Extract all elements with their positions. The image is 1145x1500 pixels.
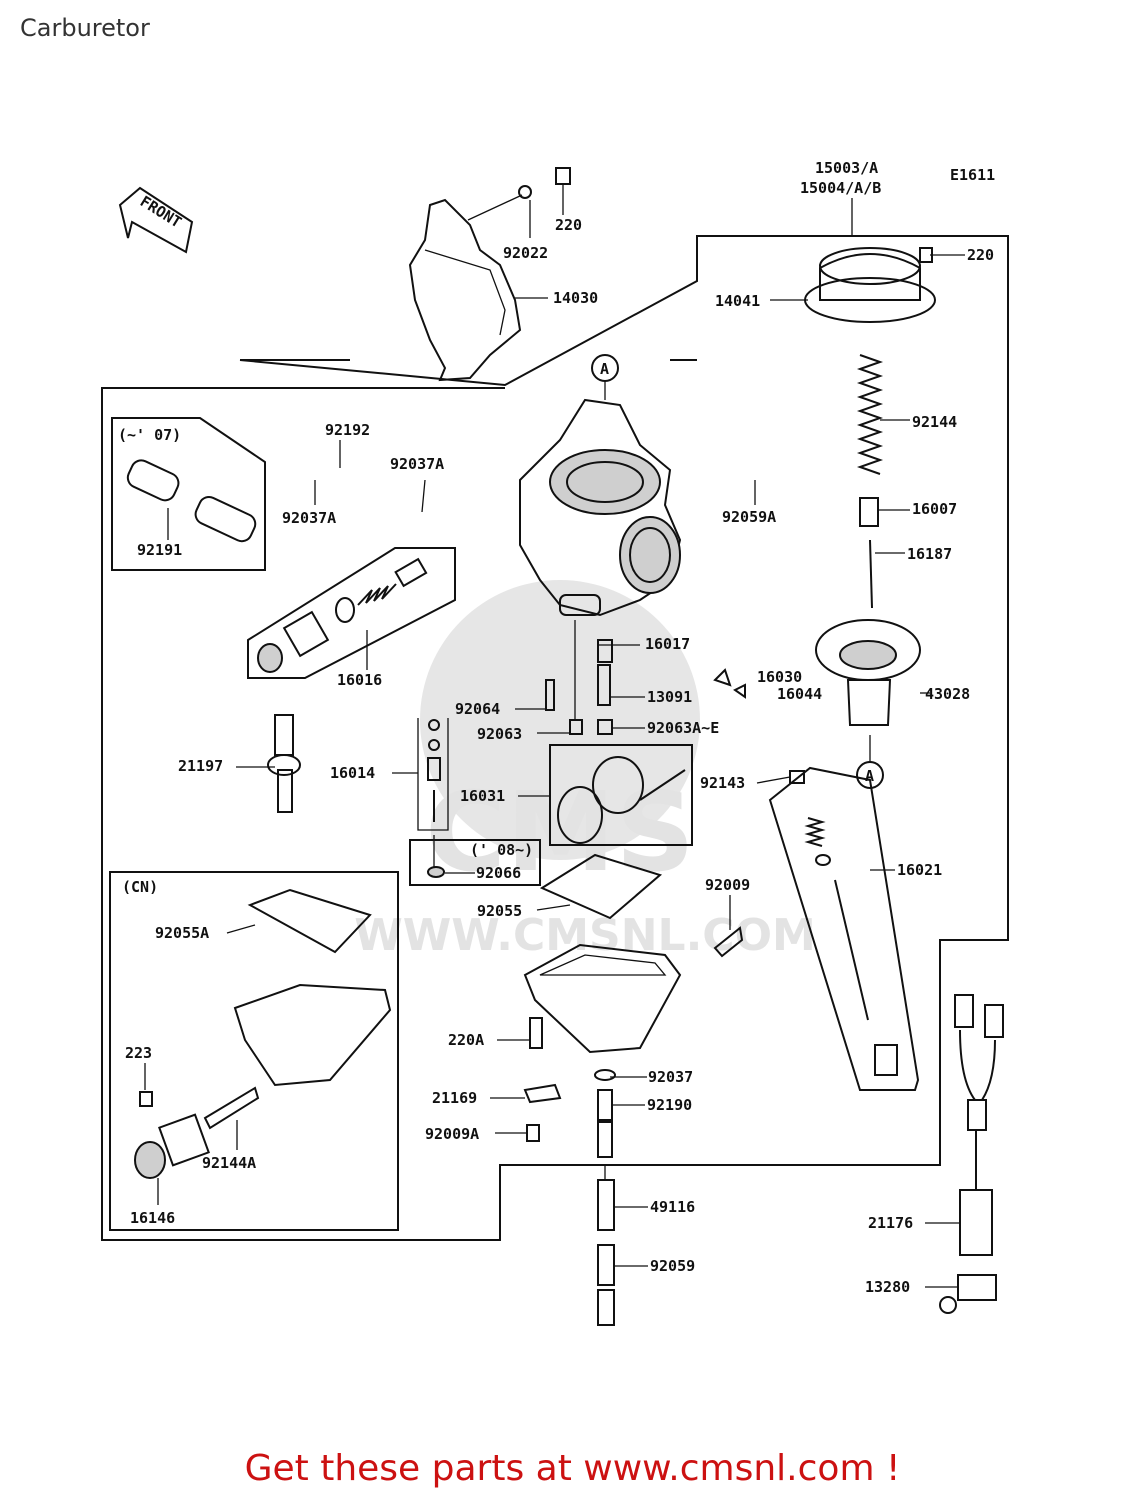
part-label: 92022: [503, 244, 548, 262]
top-cover-part: [408, 167, 571, 382]
diagram-code: E1611: [950, 166, 995, 184]
footer-promo-link[interactable]: Get these parts at www.cmsnl.com !: [244, 1448, 901, 1489]
front-arrow-icon: FRONT: [118, 186, 194, 254]
part-label: 92063A~E: [647, 719, 719, 737]
part-label: 92009A: [425, 1125, 479, 1143]
part-label: 16187: [907, 545, 952, 563]
part-label: 16017: [645, 635, 690, 653]
carburetor-exploded-diagram: CMS WWW.CMSNL.COM FRONT E1611 15003/A 15…: [101, 159, 1009, 1326]
box-early-years: (~' 07): [118, 426, 181, 444]
box-late-years: (' 08~): [470, 841, 533, 859]
part-label: 49116: [650, 1198, 695, 1216]
part-label: 92144A: [202, 1154, 256, 1172]
part-labels: 220 92022 14030 220 14041 92144 16007 16…: [125, 216, 994, 1296]
part-label: 92066: [476, 864, 521, 882]
fuel-fitting-part: [267, 714, 301, 813]
jet-needle-stack: [417, 718, 449, 878]
china-variant-box: (CN): [109, 871, 399, 1231]
part-label: 21169: [432, 1089, 477, 1107]
front-label: FRONT: [137, 192, 185, 231]
part-label: 16031: [460, 787, 505, 805]
assembly-boundary: [101, 235, 1009, 1241]
float-bowl-part: [523, 943, 682, 1054]
part-label: 13091: [647, 688, 692, 706]
starter-plunger-box: [247, 547, 456, 679]
part-label: 92063: [477, 725, 522, 743]
part-label: 13280: [865, 1278, 910, 1296]
part-label: 16021: [897, 861, 942, 879]
wiring-harness-part: [939, 994, 1004, 1314]
part-label: 220: [967, 246, 994, 264]
part-label: 220A: [448, 1031, 484, 1049]
assembly-label-2: 15004/A/B: [800, 179, 881, 197]
part-label: 92144: [912, 413, 957, 431]
svg-text:A: A: [600, 360, 609, 378]
part-label: 92037A: [282, 509, 336, 527]
diaphragm-part: [815, 619, 921, 726]
late-years-box: (' 08~): [409, 839, 541, 886]
part-label: 16044: [777, 685, 822, 703]
part-label: 43028: [925, 685, 970, 703]
slide-cover-part: [804, 247, 936, 323]
part-label: 92064: [455, 700, 500, 718]
part-label: 16146: [130, 1209, 175, 1227]
float-valve-box: [768, 766, 920, 1091]
part-label: 16030: [757, 668, 802, 686]
throttle-sensor-box: [549, 744, 693, 846]
part-label: 92059A: [722, 508, 776, 526]
part-label: 92191: [137, 541, 182, 559]
part-label: 220: [555, 216, 582, 234]
part-label: 223: [125, 1044, 152, 1062]
leader-lines: [144, 185, 965, 1288]
part-label: 92190: [647, 1096, 692, 1114]
part-label: 16016: [337, 671, 382, 689]
early-years-box: (~' 07): [111, 417, 266, 571]
svg-text:A: A: [865, 767, 874, 785]
carburetor-body: [519, 398, 682, 617]
part-label: 92055A: [155, 924, 209, 942]
assembly-label-1: 15003/A: [815, 159, 878, 177]
part-label: 92009: [705, 876, 750, 894]
watermark-url: WWW.CMSNL.COM: [354, 910, 816, 961]
callout-a-bottom: A: [856, 735, 884, 789]
part-label: 92037A: [390, 455, 444, 473]
part-label: 14041: [715, 292, 760, 310]
watermark-brand: CMS: [425, 768, 694, 896]
callout-a-top: A: [591, 354, 619, 400]
part-label: 16007: [912, 500, 957, 518]
box-china: (CN): [122, 878, 158, 896]
spring-part: [856, 354, 884, 475]
part-label: 92055: [477, 902, 522, 920]
part-label: 14030: [553, 289, 598, 307]
part-label: 16014: [330, 764, 375, 782]
part-label: 21176: [868, 1214, 913, 1232]
part-label: 92037: [648, 1068, 693, 1086]
part-label: 92059: [650, 1257, 695, 1275]
watermark: CMS WWW.CMSNL.COM: [354, 580, 816, 961]
part-label: 21197: [178, 757, 223, 775]
page-title: Carburetor: [20, 14, 150, 42]
part-label: 92143: [700, 774, 745, 792]
part-label: 92192: [325, 421, 370, 439]
